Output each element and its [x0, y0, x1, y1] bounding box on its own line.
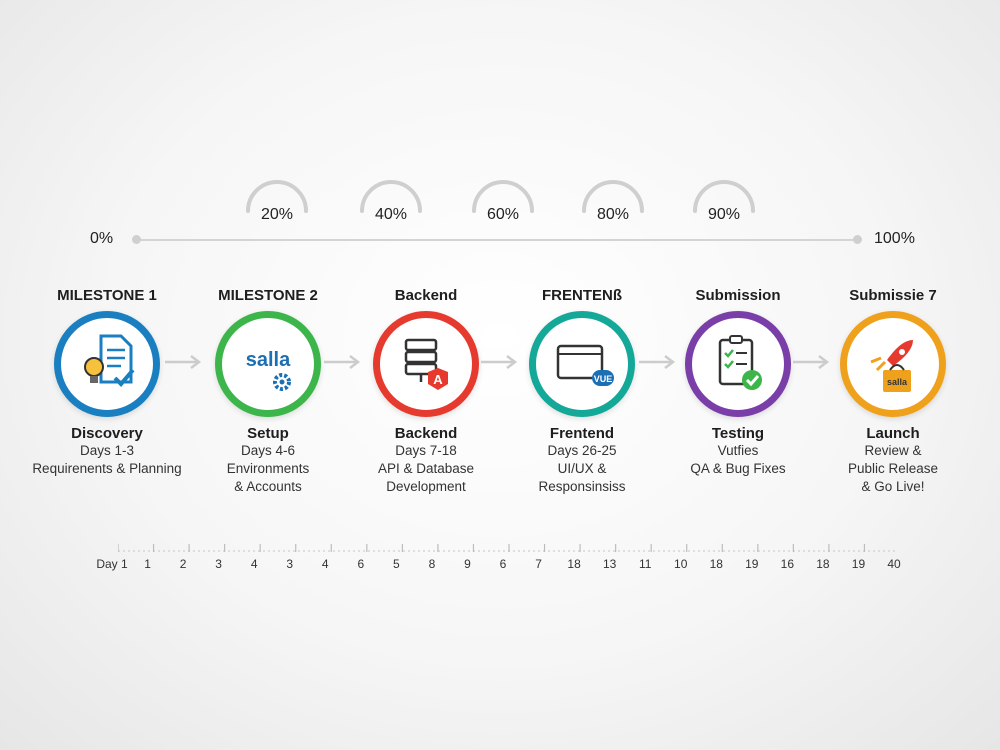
- day-ruler: [118, 544, 898, 552]
- arrow-right-icon: [324, 355, 361, 369]
- milestone-phase-name: Discovery: [71, 425, 143, 442]
- day-tick-label: 18: [567, 557, 581, 571]
- document-lightbulb-icon: [54, 311, 160, 417]
- day-tick-label: 11: [638, 557, 652, 571]
- progress-start-label: 0%: [90, 230, 114, 247]
- milestone-detail-line: QA & Bug Fixes: [690, 461, 786, 476]
- milestone-detail-line: & Accounts: [234, 479, 302, 494]
- milestone-detail-line: Development: [386, 479, 466, 494]
- milestone-detail-line: Days 7-18: [395, 443, 457, 458]
- browser-vue-icon: VUE: [529, 311, 635, 417]
- svg-text:salla: salla: [246, 349, 291, 371]
- day-tick-label: 3: [215, 557, 222, 571]
- milestone-detail-line: Requirenents & Planning: [32, 461, 182, 476]
- milestone-detail-line: Days 26-25: [547, 443, 617, 458]
- day-axis: Day 1 1 2 3 4 3 4 6 5 8 9 6 7 18 13 11 10 18 19 16 18 19 40: [0, 557, 1000, 573]
- arrow-right-icon: [481, 355, 518, 369]
- arrow-right-icon: [793, 355, 830, 369]
- milestone-title: Submission: [695, 287, 781, 304]
- gauge-arc-icon: [693, 180, 755, 213]
- milestone-phase-name: Backend: [394, 425, 458, 442]
- milestone-title: FRENTENß: [542, 287, 622, 304]
- milestone-detail-line: Days 1-3: [79, 443, 135, 458]
- day-tick-label: 19: [851, 557, 866, 571]
- milestone-title: MILESTONE 1: [57, 287, 157, 304]
- milestone-detail-line: & Go Live!: [861, 479, 925, 494]
- milestone-detail-line: Public Release: [847, 461, 939, 476]
- checklist-icon: [685, 311, 791, 417]
- milestone-title: Backend: [394, 287, 458, 304]
- milestone-phase-name: Testing: [711, 425, 765, 442]
- day-tick-label: 4: [250, 557, 258, 571]
- day-tick-label: 8: [428, 557, 436, 571]
- rocket-bag-icon: salla: [840, 311, 946, 417]
- milestone-title: MILESTONE 2: [218, 287, 318, 304]
- day-tick-label: 2: [179, 557, 187, 571]
- gauge-percent-label: 90%: [707, 206, 741, 223]
- day-tick-label: 10: [674, 557, 688, 571]
- day-tick-label: 16: [780, 557, 795, 571]
- salla-gear-icon: salla: [215, 311, 321, 417]
- day-tick-label: 4: [321, 557, 329, 571]
- milestone-detail-line: UI/UX &: [557, 461, 607, 476]
- day-tick-label: 18: [709, 557, 723, 571]
- milestone-detail-line: Environments: [226, 461, 310, 476]
- day-tick-label: 6: [499, 557, 507, 571]
- progress-gauge: 20%: [242, 176, 312, 236]
- day-tick-label: 3: [286, 557, 294, 571]
- day-tick-label: 5: [393, 557, 400, 571]
- day-tick-label: Day 1: [96, 557, 128, 571]
- day-tick-label: 7: [535, 557, 542, 571]
- day-tick-label: 9: [464, 557, 471, 571]
- svg-text:A: A: [433, 372, 443, 387]
- gauge-percent-label: 80%: [596, 206, 630, 223]
- day-tick-label: 40: [887, 557, 901, 571]
- progress-start-dot: [132, 235, 141, 244]
- milestone-detail-line: Responsinsiss: [538, 479, 626, 494]
- gauge-percent-label: 40%: [374, 206, 408, 223]
- arrow-right-icon: [165, 355, 202, 369]
- gauge-percent-label: 20%: [260, 206, 294, 223]
- progress-gauge: 90%: [689, 176, 759, 236]
- day-tick-label: 6: [357, 557, 365, 571]
- gauge-arc-icon: [246, 180, 308, 213]
- server-database-icon: A: [373, 311, 479, 417]
- gauge-percent-label: 60%: [486, 206, 520, 223]
- progress-gauge: 60%: [468, 176, 538, 236]
- milestone-detail-line: Days 4-6: [240, 443, 296, 458]
- progress-end-label: 100%: [874, 230, 915, 247]
- arrow-right-icon: [639, 355, 676, 369]
- day-tick-label: 1: [144, 557, 151, 571]
- gauge-arc-icon: [582, 180, 644, 213]
- progress-track: [136, 239, 858, 241]
- milestone-detail-line: API & Database: [377, 461, 475, 476]
- svg-text:salla: salla: [887, 377, 908, 387]
- svg-text:VUE: VUE: [594, 374, 613, 384]
- milestone-phase-name: Frentend: [549, 425, 615, 442]
- milestone-detail-line: Review &: [864, 443, 922, 458]
- day-tick-label: 19: [745, 557, 759, 571]
- progress-gauge: 80%: [578, 176, 648, 236]
- milestone-phase-name: Setup: [247, 425, 289, 442]
- day-tick-label: 13: [602, 557, 617, 571]
- milestone-title: Submissie 7: [849, 287, 937, 304]
- milestone-phase-name: Launch: [866, 425, 920, 442]
- gauge-arc-icon: [360, 180, 422, 213]
- gauge-arc-icon: [472, 180, 534, 213]
- day-tick-label: 18: [816, 557, 830, 571]
- progress-gauge: 40%: [356, 176, 426, 236]
- milestone-detail-line: Vutfies: [717, 443, 759, 458]
- progress-end-dot: [853, 235, 862, 244]
